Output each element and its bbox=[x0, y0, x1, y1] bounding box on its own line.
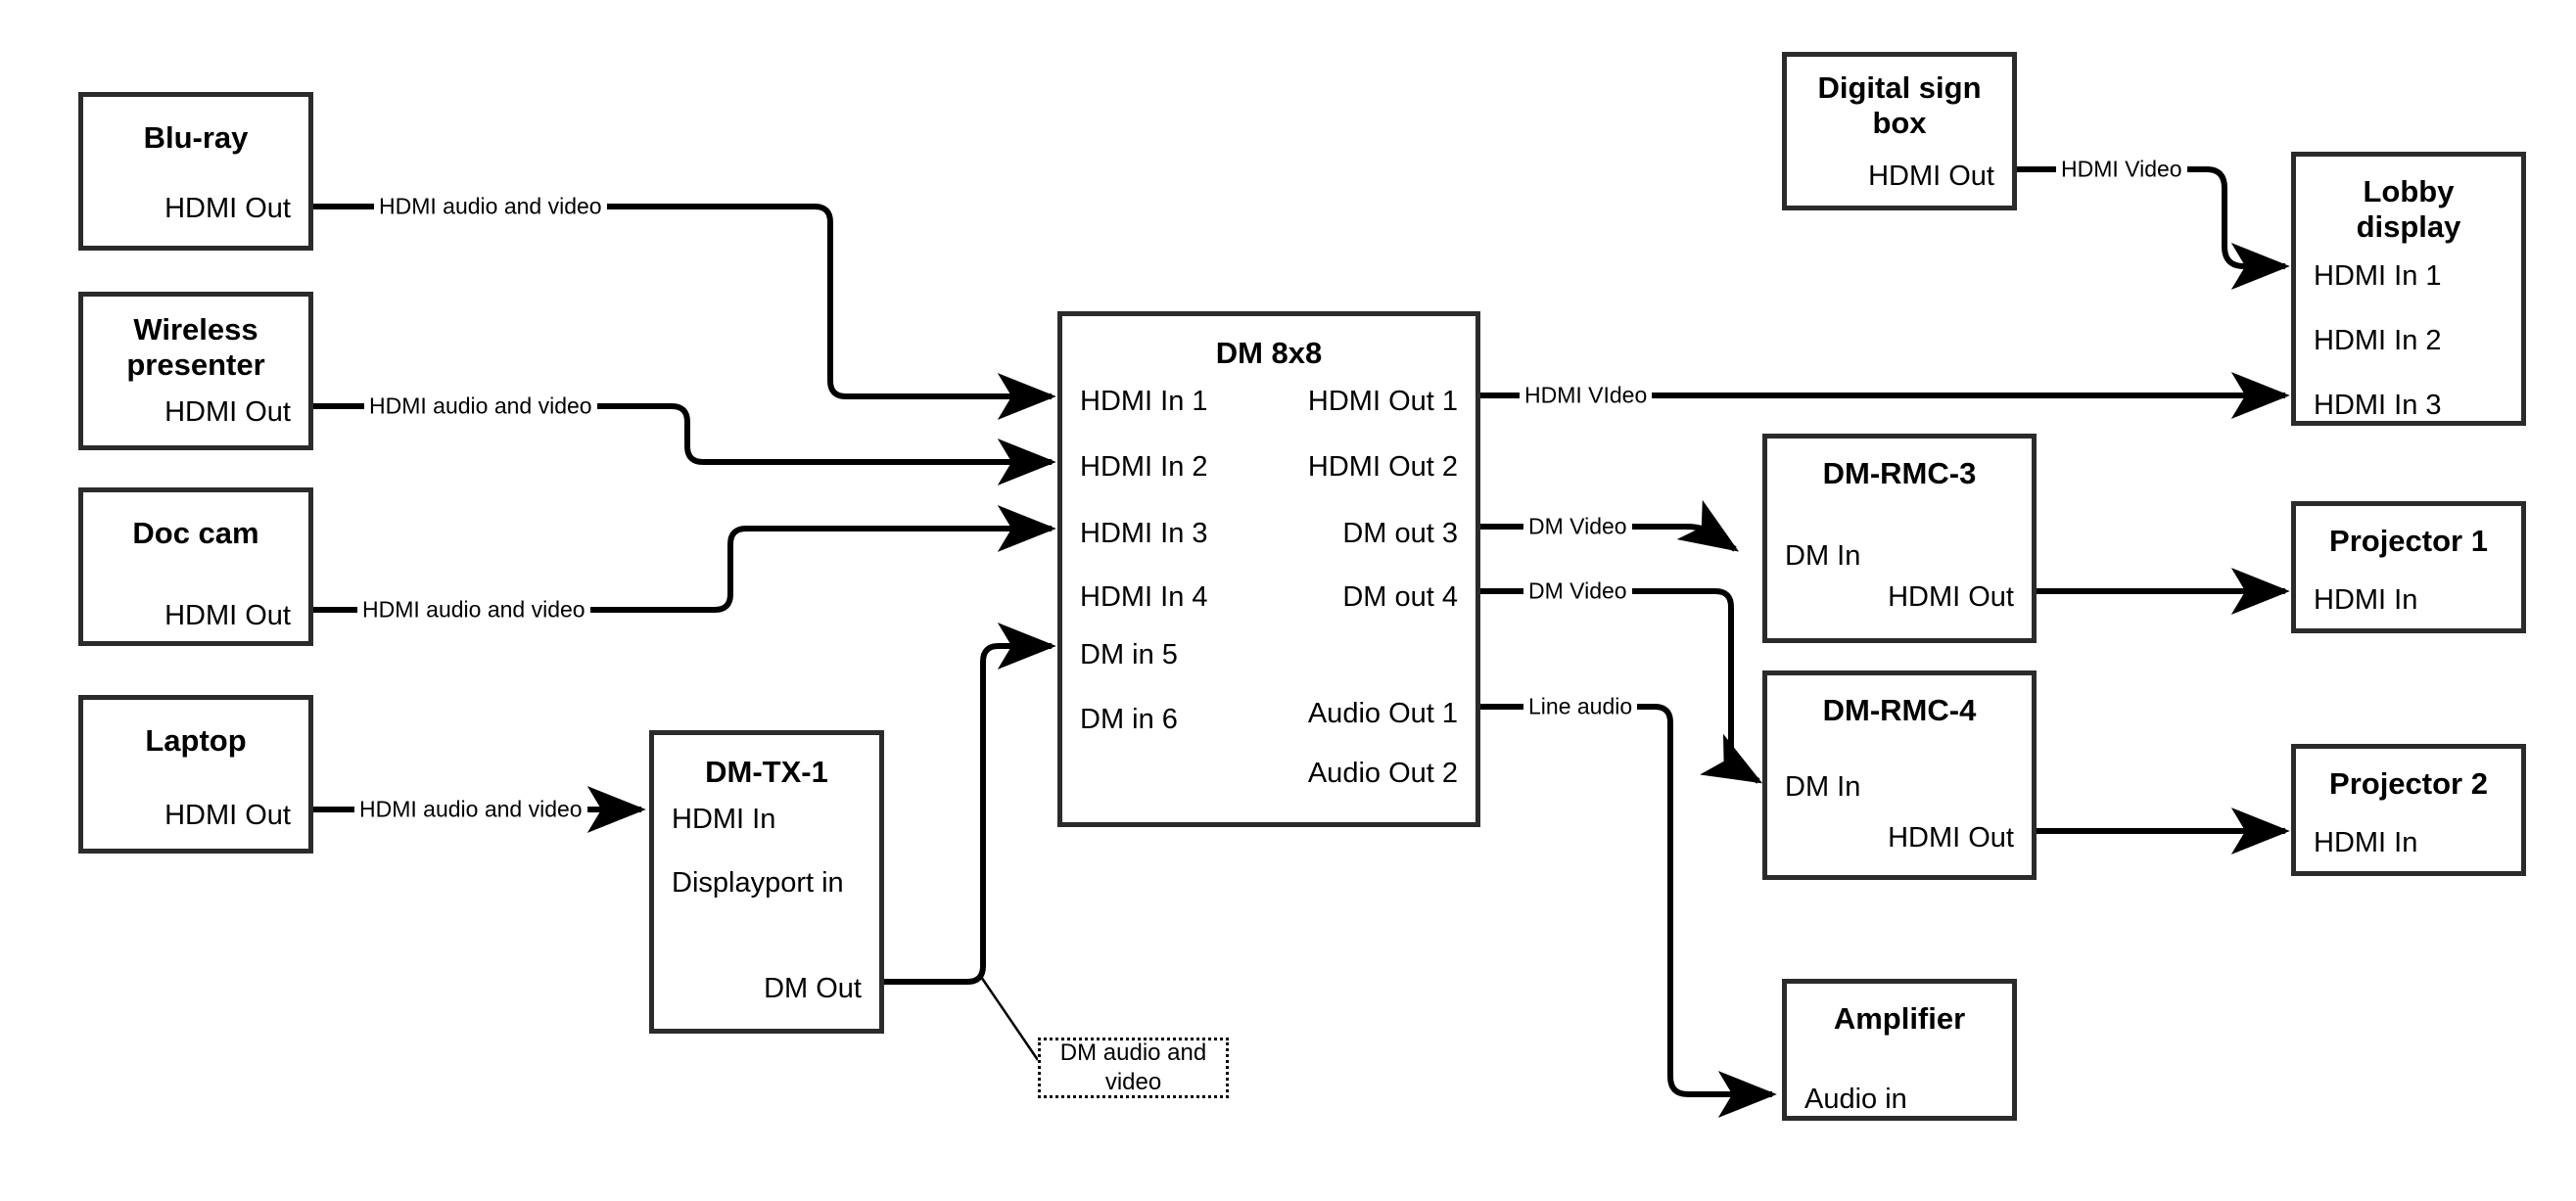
wireless-presenter-port-hdmi-out: HDMI Out bbox=[164, 396, 291, 428]
wire-label-hdmi-video-out1: HDMI VIdeo bbox=[1520, 384, 1653, 407]
wire-label-line-audio: Line audio bbox=[1523, 695, 1638, 718]
node-dm-tx-1[interactable]: DM-TX-1 HDMI In Displayport in DM Out bbox=[649, 730, 884, 1034]
node-dm-8x8[interactable]: DM 8x8 HDMI In 1 HDMI In 2 HDMI In 3 HDM… bbox=[1057, 311, 1480, 827]
dm-8x8-output-dm-out-4: DM out 4 bbox=[1342, 581, 1458, 613]
wire-dmtx1-to-dm-in5 bbox=[884, 623, 1056, 985]
wire-label-dm-video-3: DM Video bbox=[1523, 515, 1632, 538]
note-dm-audio-and-video: DM audio and video bbox=[1038, 1038, 1229, 1098]
amplifier-title: Amplifier bbox=[1833, 1001, 1966, 1036]
dm-8x8-input-hdmi-in-3: HDMI In 3 bbox=[1080, 518, 1208, 549]
bluray-title: Blu-ray bbox=[143, 120, 249, 155]
dm-rmc-3-port-hdmi-out: HDMI Out bbox=[1888, 581, 2014, 613]
wire-label-doc-cam: HDMI audio and video bbox=[357, 598, 590, 622]
dm-8x8-input-hdmi-in-4: HDMI In 4 bbox=[1080, 581, 1208, 613]
node-laptop[interactable]: Laptop HDMI Out bbox=[78, 695, 313, 854]
lobby-display-input-hdmi-in-2: HDMI In 2 bbox=[2314, 325, 2442, 356]
wire-dm-out4-to-rmc4 bbox=[1480, 588, 1763, 784]
laptop-title: Laptop bbox=[145, 723, 247, 758]
dm-8x8-title: DM 8x8 bbox=[1215, 336, 1323, 370]
dm-8x8-input-hdmi-in-2: HDMI In 2 bbox=[1080, 451, 1208, 483]
projector-2-port-hdmi-in: HDMI In bbox=[2314, 827, 2418, 858]
digital-sign-box-title-line1: Digital sign bbox=[1817, 70, 1982, 105]
dm-rmc-4-port-dm-in: DM In bbox=[1785, 771, 1861, 803]
node-projector-1[interactable]: Projector 1 HDMI In bbox=[2291, 501, 2526, 633]
dm-8x8-input-dm-in-6: DM in 6 bbox=[1080, 704, 1178, 735]
dm-rmc-3-title: DM-RMC-3 bbox=[1822, 456, 1977, 490]
wire-sign-to-lobby-in1 bbox=[2017, 166, 2290, 290]
dm-8x8-output-dm-out-3: DM out 3 bbox=[1342, 518, 1458, 549]
lobby-display-input-hdmi-in-1: HDMI In 1 bbox=[2314, 260, 2442, 292]
dm-8x8-output-audio-out-1: Audio Out 1 bbox=[1307, 698, 1458, 729]
dm-tx-1-port-dm-out: DM Out bbox=[764, 973, 862, 1004]
doc-cam-title: Doc cam bbox=[132, 516, 259, 550]
wire-label-dm-video-4: DM Video bbox=[1523, 579, 1632, 603]
dm-rmc-4-title: DM-RMC-4 bbox=[1822, 693, 1977, 727]
dm-8x8-input-hdmi-in-1: HDMI In 1 bbox=[1080, 386, 1208, 417]
wireless-presenter-title-line2: presenter bbox=[126, 347, 265, 382]
amplifier-port-audio-in: Audio in bbox=[1804, 1084, 1907, 1115]
projector-1-title: Projector 1 bbox=[2329, 524, 2488, 558]
node-wireless-presenter[interactable]: Wireless presenter HDMI Out bbox=[78, 292, 313, 450]
wire-dm-audio1-to-amp bbox=[1480, 704, 1777, 1118]
wire-label-hdmi-video-sign: HDMI Video bbox=[2056, 158, 2187, 181]
node-dm-rmc-4[interactable]: DM-RMC-4 DM In HDMI Out bbox=[1762, 670, 2037, 880]
node-projector-2[interactable]: Projector 2 HDMI In bbox=[2291, 744, 2526, 876]
node-digital-sign-box[interactable]: Digital sign box HDMI Out bbox=[1782, 52, 2017, 210]
node-bluray[interactable]: Blu-ray HDMI Out bbox=[78, 92, 313, 251]
dm-tx-1-port-hdmi-in: HDMI In bbox=[672, 804, 776, 835]
wire-label-wireless-presenter: HDMI audio and video bbox=[364, 394, 597, 418]
dm-8x8-input-dm-in-5: DM in 5 bbox=[1080, 639, 1178, 670]
digital-sign-box-title-line2: box bbox=[1872, 106, 1927, 140]
wireless-presenter-title-line1: Wireless bbox=[133, 312, 258, 346]
dm-8x8-output-hdmi-out-1: HDMI Out 1 bbox=[1307, 386, 1458, 417]
dm-rmc-3-port-dm-in: DM In bbox=[1785, 540, 1861, 572]
projector-1-port-hdmi-in: HDMI In bbox=[2314, 584, 2418, 616]
dm-rmc-4-port-hdmi-out: HDMI Out bbox=[1888, 822, 2014, 854]
dm-8x8-output-hdmi-out-2: HDMI Out 2 bbox=[1307, 451, 1458, 483]
laptop-port-hdmi-out: HDMI Out bbox=[164, 800, 291, 831]
lobby-display-title-line1: Lobby bbox=[2363, 174, 2455, 208]
lobby-display-input-hdmi-in-3: HDMI In 3 bbox=[2314, 390, 2442, 421]
wire-label-laptop: HDMI audio and video bbox=[354, 798, 587, 821]
lobby-display-title-line2: display bbox=[2356, 209, 2461, 244]
node-amplifier[interactable]: Amplifier Audio in bbox=[1782, 979, 2017, 1121]
node-dm-rmc-3[interactable]: DM-RMC-3 DM In HDMI Out bbox=[1762, 434, 2037, 643]
bluray-port-hdmi-out: HDMI Out bbox=[164, 193, 291, 224]
doc-cam-port-hdmi-out: HDMI Out bbox=[164, 600, 291, 631]
digital-sign-box-port-hdmi-out: HDMI Out bbox=[1868, 161, 1994, 192]
projector-2-title: Projector 2 bbox=[2329, 766, 2488, 801]
dm-tx-1-port-displayport-in: Displayport in bbox=[672, 867, 844, 899]
node-lobby-display[interactable]: Lobby display HDMI In 1 HDMI In 2 HDMI I… bbox=[2291, 152, 2526, 426]
dm-8x8-output-audio-out-2: Audio Out 2 bbox=[1307, 758, 1458, 789]
wire-bluray-to-dm-in1 bbox=[313, 204, 1056, 420]
dm-tx-1-title: DM-TX-1 bbox=[705, 755, 828, 789]
wire-label-bluray: HDMI audio and video bbox=[374, 195, 607, 218]
node-doc-cam[interactable]: Doc cam HDMI Out bbox=[78, 487, 313, 646]
note-leader-line bbox=[977, 973, 1040, 1061]
